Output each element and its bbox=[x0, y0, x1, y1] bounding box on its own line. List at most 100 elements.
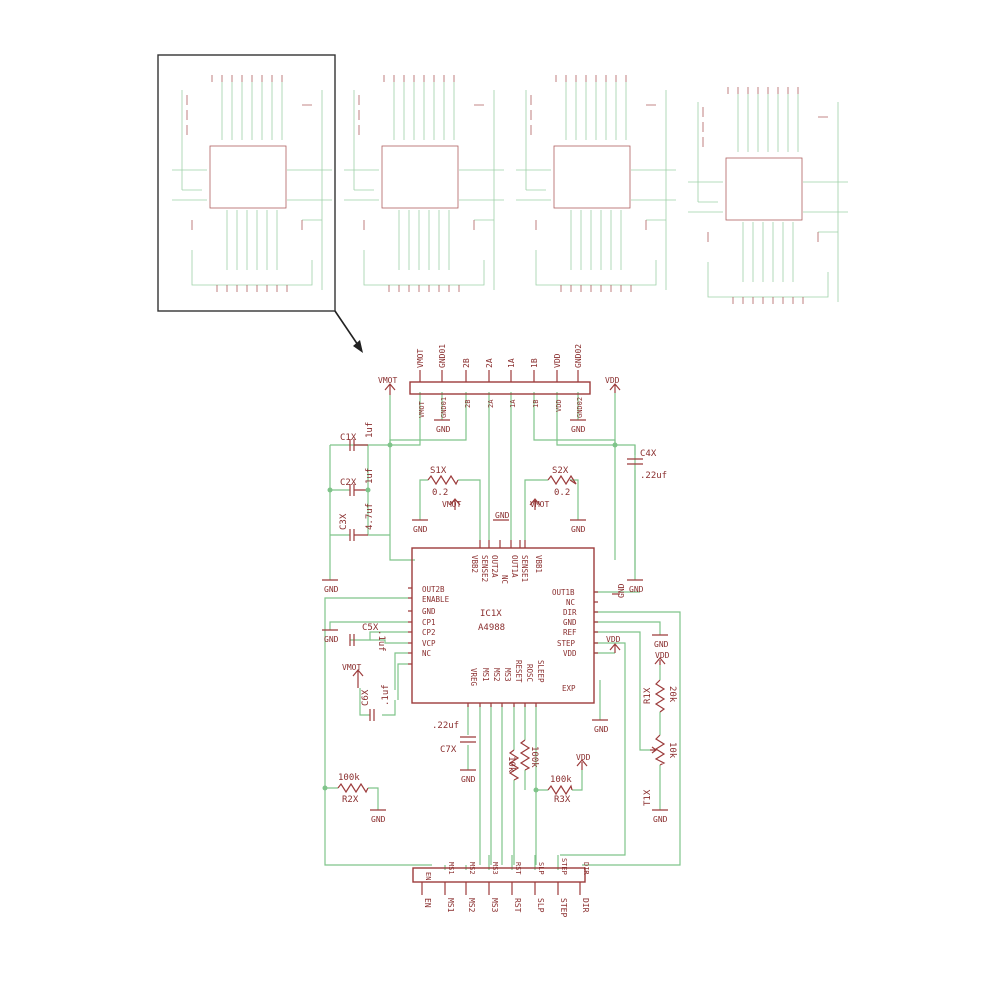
zoom-frame bbox=[157, 54, 336, 312]
c3-value: 4.7uf bbox=[365, 503, 375, 530]
ic-pin-ms1: MS1 bbox=[481, 668, 490, 682]
gnd-label-10: GND bbox=[594, 725, 609, 734]
top-pad-2b: 2B bbox=[464, 400, 472, 408]
top-pin-1a: 1A bbox=[507, 358, 516, 368]
top-pin-2b: 2B bbox=[462, 358, 471, 368]
top-pad-1a: 1A bbox=[509, 399, 517, 408]
top-pin-gnd01: GND01 bbox=[438, 344, 447, 368]
gnd-label-9: GND bbox=[654, 640, 669, 649]
ic-pin-gnd-right: GND bbox=[563, 618, 577, 627]
r1-value: 20k bbox=[667, 686, 677, 703]
top-pad-gnd01: GND01 bbox=[440, 397, 448, 418]
c4-value: .22uf bbox=[640, 471, 667, 481]
top-pin-1b: 1B bbox=[530, 358, 539, 368]
zoom-arrow bbox=[334, 310, 361, 349]
gnd-label-3: GND bbox=[324, 585, 339, 594]
bottom-pad-ms3: MS3 bbox=[491, 862, 499, 875]
wires bbox=[324, 392, 681, 870]
net-vmot-s2: VMOT bbox=[530, 500, 549, 509]
net-vmot-top: VMOT bbox=[378, 376, 397, 385]
ic-pin-sense2: SENSE2 bbox=[480, 555, 489, 582]
t1-value: 10k bbox=[667, 742, 677, 759]
bottom-connector: EN MS1 MS2 MS3 RST SLP STEP DIR EN MS1 M… bbox=[412, 858, 590, 917]
c5-value: .1uf bbox=[376, 630, 386, 652]
ic-part: A4988 bbox=[478, 623, 505, 633]
top-pin-gnd02: GND02 bbox=[574, 344, 583, 368]
net-vdd-right: VDD bbox=[655, 651, 670, 660]
ic-pin-cp1: CP1 bbox=[422, 618, 436, 627]
top-pin-2a: 2A bbox=[485, 358, 494, 368]
ic-exp-label: EXP bbox=[562, 684, 576, 693]
bottom-pad-slp: SLP bbox=[537, 862, 545, 875]
thumbnail-board-1 bbox=[172, 75, 332, 292]
ic-pin-step: STEP bbox=[557, 639, 576, 648]
c3-name: C3X bbox=[339, 513, 349, 530]
bottom-pad-ms1: MS1 bbox=[447, 862, 455, 875]
net-vdd-bottom: VDD bbox=[576, 753, 591, 762]
top-pad-gnd02: GND02 bbox=[576, 397, 584, 418]
net-vmot-left: VMOT bbox=[342, 663, 361, 672]
net-vdd-top: VDD bbox=[605, 376, 620, 385]
r1-name: R1X bbox=[643, 687, 653, 704]
bottom-pin-rst: RST bbox=[513, 898, 522, 913]
ic-a4988: IC1X A4988 OUT2B ENABLE GND CP1 CP2 VCP … bbox=[408, 540, 598, 707]
bottom-pad-ms2: MS2 bbox=[468, 862, 476, 875]
gnd-label-6: GND bbox=[495, 511, 510, 520]
c5-name: C5X bbox=[362, 623, 379, 633]
ic-pin-enable: ENABLE bbox=[422, 595, 450, 604]
r3-name: R3X bbox=[554, 795, 571, 805]
bottom-pin-ms2: MS2 bbox=[467, 898, 476, 913]
bottom-pad-rst: RST bbox=[514, 862, 522, 875]
bottom-pad-dir: DIR bbox=[582, 862, 590, 875]
top-pad-vdd: VDD bbox=[555, 399, 563, 412]
ic-pin-out2b: OUT2B bbox=[422, 585, 445, 594]
zoom-arrow-head bbox=[353, 340, 363, 353]
supply-symbols bbox=[352, 383, 666, 770]
gnd-label-7: GND bbox=[571, 525, 586, 534]
ic-pin-rosc: ROSC bbox=[525, 664, 534, 682]
ic-pin-reset: RESET bbox=[514, 660, 523, 683]
ic-pin-vbb1: VBB1 bbox=[534, 555, 543, 573]
ic-pin-vdd: VDD bbox=[563, 649, 577, 658]
ic-pin-nc-top: NC bbox=[500, 575, 509, 584]
ic-pin-out1b: OUT1B bbox=[552, 588, 575, 597]
net-vmot-s1: VMOT bbox=[442, 500, 461, 509]
ic-pin-ms2: MS2 bbox=[492, 668, 501, 682]
bottom-pin-ms1: MS1 bbox=[446, 898, 455, 913]
ic-pin-out1a: OUT1A bbox=[510, 555, 519, 578]
c6-name: C6X bbox=[361, 689, 371, 706]
bottom-pin-slp: SLP bbox=[536, 898, 545, 913]
bottom-pin-ms3: MS3 bbox=[490, 898, 499, 913]
c1-value: 1uf bbox=[365, 422, 375, 438]
r3-value: 100k bbox=[550, 775, 572, 785]
top-pin-vmot: VMOT bbox=[416, 349, 425, 368]
c4-name: C4X bbox=[640, 449, 657, 459]
ic-pin-sense1: SENSE1 bbox=[520, 555, 529, 582]
gnd-label-8: GND bbox=[324, 635, 339, 644]
junction-dots bbox=[322, 442, 618, 793]
ic-pin-vcp: VCP bbox=[422, 639, 436, 648]
gnd-label-2: GND bbox=[571, 425, 586, 434]
net-vdd-ic: VDD bbox=[606, 635, 621, 644]
c2-value: 1uf bbox=[365, 468, 375, 484]
top-pad-1b: 1B bbox=[532, 400, 540, 408]
thumbnail-board-4 bbox=[687, 86, 849, 305]
thumbnail-board-3 bbox=[515, 74, 677, 293]
ic-pin-nc-right: NC bbox=[566, 598, 575, 607]
bottom-pad-en: EN bbox=[424, 872, 432, 880]
ic-pin-sleep: SLEEP bbox=[536, 660, 545, 683]
ic-pin-nc-left: NC bbox=[422, 649, 431, 658]
gnd-label-14: GND bbox=[617, 583, 626, 598]
thumbnail-board-2 bbox=[343, 74, 505, 293]
ic-pin-vbb2: VBB2 bbox=[470, 555, 479, 573]
gnd-label-13: GND bbox=[653, 815, 668, 824]
gnd-label-5: GND bbox=[413, 525, 428, 534]
c1-name: C1X bbox=[340, 433, 357, 443]
ic-pin-dir: DIR bbox=[563, 608, 577, 617]
top-pin-vdd: VDD bbox=[553, 353, 562, 368]
ic-name: IC1X bbox=[480, 609, 502, 619]
bottom-pin-step: STEP bbox=[559, 898, 568, 917]
resistors bbox=[337, 474, 666, 796]
